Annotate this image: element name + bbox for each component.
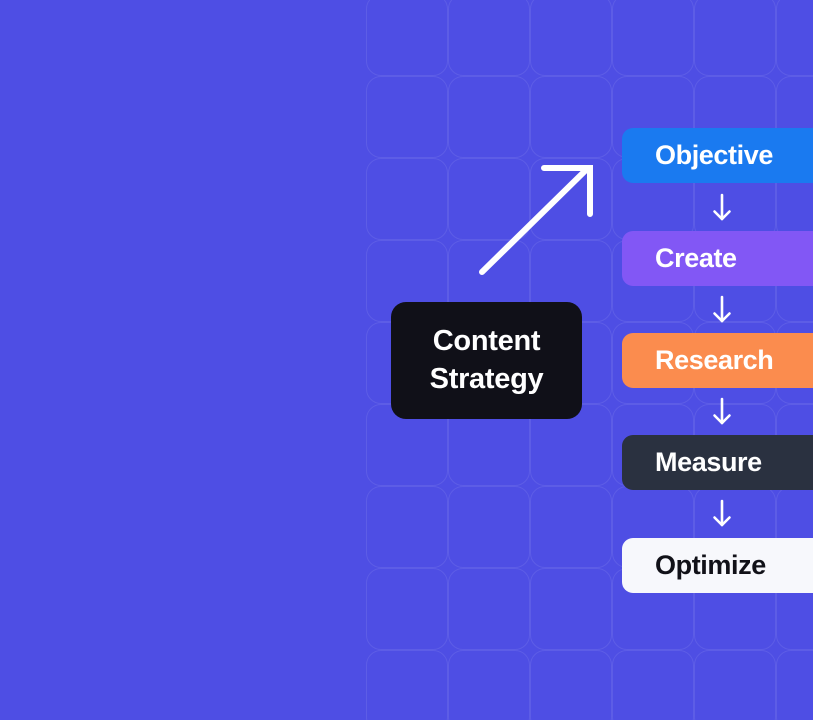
content-strategy-label: Content Strategy xyxy=(430,323,544,397)
grid-cell xyxy=(694,650,776,720)
grid-cell xyxy=(448,76,530,158)
grid-cell xyxy=(366,568,448,650)
grid-cell xyxy=(366,158,448,240)
down-arrow-icon xyxy=(713,295,731,323)
grid-cell xyxy=(366,0,448,76)
grid-cell xyxy=(612,0,694,76)
down-arrow-icon xyxy=(713,193,731,221)
grid-cell xyxy=(776,650,813,720)
content-strategy-line-2: Strategy xyxy=(429,362,544,395)
grid-cell xyxy=(366,76,448,158)
grid-cell xyxy=(448,650,530,720)
grid-cell xyxy=(694,0,776,76)
grid-cell xyxy=(776,0,813,76)
grid-cell xyxy=(530,650,612,720)
grid-cell xyxy=(530,486,612,568)
grid-cell xyxy=(530,0,612,76)
content-strategy-line-1: Content xyxy=(432,325,541,358)
pipeline-step-measure[interactable]: Measure xyxy=(622,435,813,490)
pipeline-step-label: Objective xyxy=(655,140,773,170)
pipeline-step-label: Optimize xyxy=(655,550,766,580)
grid-cell xyxy=(366,486,448,568)
down-arrow-icon xyxy=(713,499,731,527)
grid-cell xyxy=(448,486,530,568)
pipeline-step-label: Create xyxy=(655,243,737,273)
grid-cell xyxy=(366,650,448,720)
pipeline-step-research[interactable]: Research xyxy=(622,333,813,388)
down-arrow-icon xyxy=(713,397,731,425)
pipeline-step-label: Research xyxy=(655,345,774,375)
grid-cell xyxy=(448,0,530,76)
grid-cell xyxy=(530,76,612,158)
content-strategy-card[interactable]: Content Strategy xyxy=(391,302,582,419)
pipeline-step-objective[interactable]: Objective xyxy=(622,128,813,183)
growth-arrow-icon xyxy=(479,165,593,275)
grid-cell xyxy=(612,650,694,720)
grid-cell xyxy=(530,568,612,650)
pipeline-step-label: Measure xyxy=(655,447,762,477)
pipeline-step-optimize[interactable]: Optimize xyxy=(622,538,813,593)
grid-cell xyxy=(448,568,530,650)
pipeline-step-create[interactable]: Create xyxy=(622,231,813,286)
